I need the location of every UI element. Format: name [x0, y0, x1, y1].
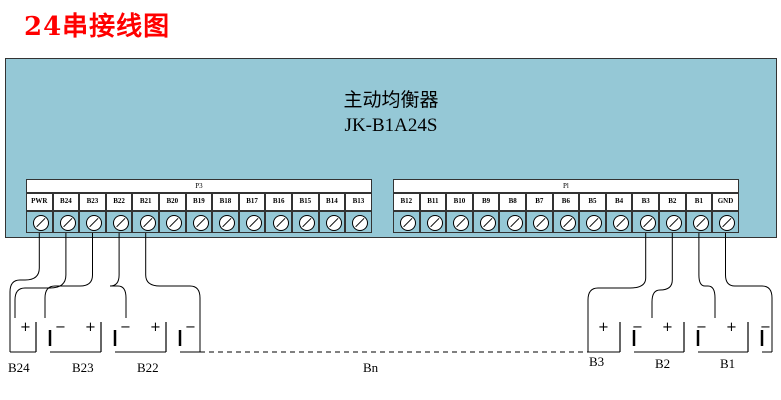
wire-b2: [651, 233, 673, 318]
screw-terminal-icon: [26, 211, 53, 233]
screw-terminal-icon: [552, 211, 580, 233]
screw-terminal-icon: [685, 211, 713, 233]
plus-sign: +: [85, 320, 96, 335]
pin-label: B11: [419, 193, 447, 211]
pin-label: B15: [292, 193, 319, 211]
battery-label-bn: Bn: [363, 360, 379, 375]
pin-label: B17: [238, 193, 266, 211]
screw-terminal-icon: [499, 211, 526, 233]
pin-label: B3: [632, 193, 659, 211]
plus-sign: +: [598, 320, 609, 335]
screw-terminal-icon: [472, 211, 500, 233]
screw-terminal-icon: [105, 211, 133, 233]
screw-terminal-icon: [238, 211, 266, 233]
wire-b24: [14, 233, 67, 318]
battery-label-b22: B22: [137, 360, 159, 375]
wire-b21: [145, 233, 201, 352]
pin-label: B7: [526, 193, 553, 211]
pin-label: B19: [185, 193, 213, 211]
screw-terminal-icon: [393, 211, 420, 233]
battery-label-b1: B1: [720, 356, 736, 371]
minus-sign: −: [185, 320, 196, 335]
screw-terminal-icon: [579, 211, 606, 233]
minus-sign: −: [120, 320, 131, 335]
pin-label: B22: [105, 193, 133, 211]
screw-terminal-icon: [212, 211, 239, 233]
screw-terminal-icon: [292, 211, 319, 233]
device-model: JK-B1A24S: [344, 115, 438, 136]
connector-label-0: P3: [26, 179, 372, 193]
screw-terminal-icon: [605, 211, 633, 233]
pin-label: B18: [212, 193, 239, 211]
screw-terminal-icon: [52, 211, 80, 233]
pin-label: B8: [499, 193, 526, 211]
screw-terminal-icon: [345, 211, 372, 233]
screw-terminal-icon: [185, 211, 213, 233]
minus-sign: −: [760, 320, 771, 335]
screw-terminal-icon: [712, 211, 739, 233]
wire-b22: [109, 233, 127, 318]
pin-label: B1: [685, 193, 713, 211]
minus-sign: −: [632, 320, 643, 335]
screw-terminal-icon: [446, 211, 473, 233]
battery-label-b24: B24: [8, 360, 30, 375]
pin-label: B20: [159, 193, 186, 211]
pin-label: B12: [393, 193, 420, 211]
battery-label-b2: B2: [655, 356, 671, 371]
pin-label: B14: [318, 193, 346, 211]
pin-label: B23: [79, 193, 106, 211]
pin-label: B6: [552, 193, 580, 211]
pin-label: B16: [265, 193, 292, 211]
plus-sign: +: [726, 320, 737, 335]
screw-terminal-icon: [79, 211, 106, 233]
battery-label-b23: B23: [72, 360, 94, 375]
screw-terminal-icon: [419, 211, 447, 233]
screw-terminal-icon: [132, 211, 159, 233]
screw-terminal-icon: [659, 211, 686, 233]
pin-label: GND: [712, 193, 739, 211]
minus-sign: −: [55, 320, 66, 335]
diagram-title: 24串接线图: [24, 12, 171, 42]
minus-sign: −: [696, 320, 707, 335]
plus-sign: +: [20, 320, 31, 335]
plus-sign: +: [150, 320, 161, 335]
wire-b3: [587, 233, 647, 352]
pin-label: B21: [132, 193, 159, 211]
pin-label: B4: [605, 193, 633, 211]
pin-label: B9: [472, 193, 500, 211]
connector-label-1: Pl: [393, 179, 739, 193]
wire-b23: [44, 233, 93, 318]
device-name: 主动均衡器: [343, 89, 439, 111]
screw-terminal-icon: [318, 211, 346, 233]
wire-gnd: [725, 233, 773, 352]
pin-label: B13: [345, 193, 372, 211]
battery-label-b3: B3: [589, 354, 605, 369]
screw-terminal-icon: [265, 211, 292, 233]
screw-terminal-icon: [632, 211, 659, 233]
wire-pwr: [9, 233, 40, 352]
pin-label: B10: [446, 193, 473, 211]
pin-label: B24: [52, 193, 80, 211]
screw-terminal-icon: [159, 211, 186, 233]
pin-label: PWR: [26, 193, 53, 211]
pin-label: B2: [659, 193, 686, 211]
plus-sign: +: [662, 320, 673, 335]
screw-terminal-icon: [526, 211, 553, 233]
wire-b1: [698, 233, 716, 318]
pin-label: B5: [579, 193, 606, 211]
